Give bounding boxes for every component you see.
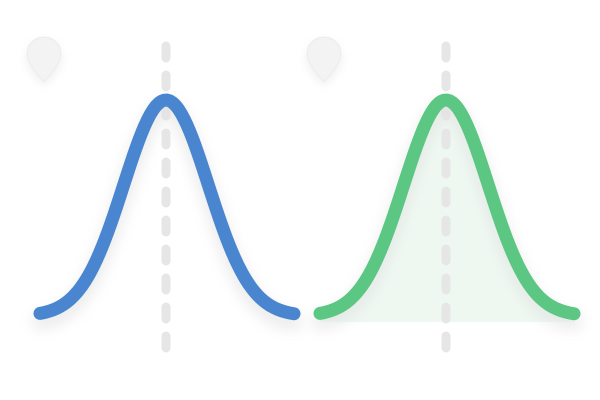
normal-curve-green: [313, 93, 581, 321]
left-curve-group: [26, 36, 302, 365]
location-pin-icon: [26, 36, 62, 83]
right-curve-group: [306, 36, 582, 365]
location-pin-icon: [306, 36, 342, 83]
normal-curve-blue: [33, 93, 301, 321]
